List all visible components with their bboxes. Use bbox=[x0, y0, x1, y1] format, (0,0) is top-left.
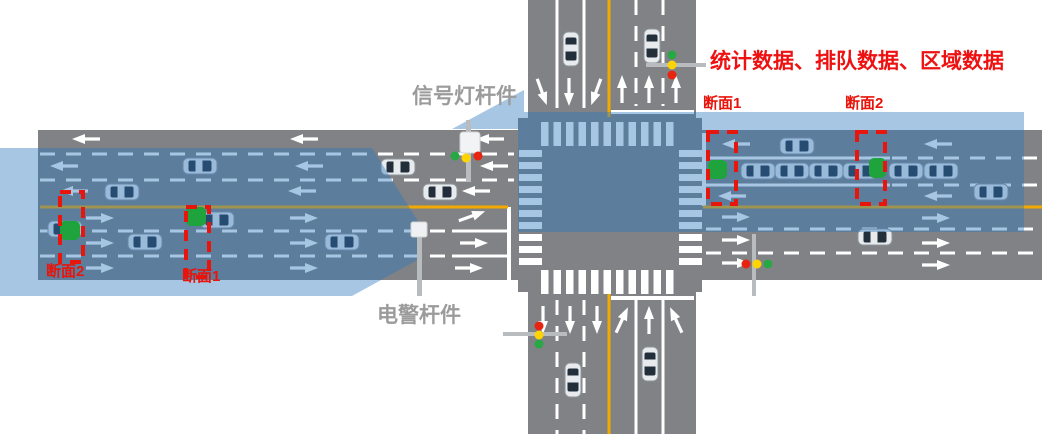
car bbox=[562, 31, 580, 67]
signal-yellow-light bbox=[461, 153, 471, 163]
crosswalk-south bbox=[541, 270, 675, 294]
section-rect-east-1 bbox=[706, 130, 738, 206]
crosswalks bbox=[519, 122, 702, 294]
car bbox=[641, 346, 659, 382]
signal-head-box bbox=[459, 131, 481, 154]
section-green-markers bbox=[60, 158, 886, 240]
car bbox=[422, 183, 458, 201]
section-rect-west-2 bbox=[58, 190, 85, 264]
signal-red-light bbox=[473, 151, 483, 161]
signal-pole-label: 信号灯杆件 bbox=[412, 84, 517, 108]
section-marker-rects bbox=[58, 130, 887, 279]
green-marker-east-2 bbox=[869, 158, 886, 178]
section-rect-west-1 bbox=[184, 205, 211, 279]
green-marker-east-1 bbox=[708, 160, 727, 179]
center-lines-yellow bbox=[40, 0, 1042, 434]
car bbox=[643, 28, 661, 64]
north-green-light bbox=[667, 50, 677, 60]
section-label-east-2: 断面2 bbox=[845, 94, 883, 112]
data-callout-label: 统计数据、排队数据、区域数据 bbox=[710, 49, 1004, 73]
police-pole bbox=[417, 236, 422, 296]
section-rect-east-2 bbox=[855, 130, 887, 206]
crosswalk-north bbox=[541, 122, 675, 146]
section-label-west-2: 断面2 bbox=[46, 262, 84, 280]
signal-green-light bbox=[450, 151, 460, 161]
east-red-light bbox=[741, 259, 751, 269]
green-marker-west-1 bbox=[186, 207, 206, 226]
green-marker-west-2 bbox=[60, 221, 80, 240]
north-yellow-light bbox=[667, 60, 677, 70]
south-red-light bbox=[534, 321, 544, 331]
south-yellow-light bbox=[534, 330, 544, 340]
police-pole-label: 电警杆件 bbox=[377, 303, 461, 327]
section-label-east-1: 断面1 bbox=[703, 94, 741, 112]
east-green-light bbox=[763, 259, 773, 269]
north-red-light bbox=[667, 70, 677, 80]
south-green-light bbox=[534, 339, 544, 349]
intersection-box bbox=[518, 118, 702, 292]
lane-lines-dashed bbox=[40, 0, 1042, 434]
east-yellow-light bbox=[752, 259, 762, 269]
poles-and-signals bbox=[410, 50, 773, 349]
section-label-west-1: 断面1 bbox=[182, 267, 220, 285]
crosswalk-east bbox=[679, 150, 702, 268]
crosswalk-west bbox=[519, 150, 542, 268]
police-camera-head bbox=[410, 221, 428, 238]
section-labels: 断面2 断面1 断面1 断面2 bbox=[46, 94, 883, 285]
stop-lines bbox=[507, 110, 706, 300]
car bbox=[564, 362, 582, 398]
